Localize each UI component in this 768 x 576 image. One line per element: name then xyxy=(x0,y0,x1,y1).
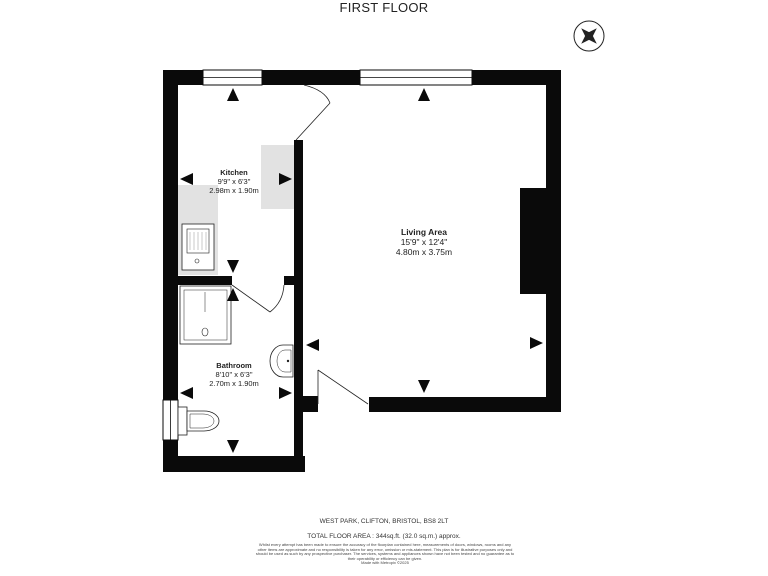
bathroom-imperial: 8'10" x 6'3" xyxy=(215,370,253,379)
total-floor-area: TOTAL FLOOR AREA : 344sq.ft. (32.0 sq.m.… xyxy=(307,533,461,540)
disclaimer: Whilst every attempt has been made to en… xyxy=(254,542,516,566)
room-label-kitchen: Kitchen 9'9" x 6'3" 2.98m x 1.90m xyxy=(196,168,272,195)
bathroom-metric: 2.70m x 1.90m xyxy=(209,379,259,388)
dimension-arrow-icon xyxy=(180,88,543,453)
kitchen-metric: 2.98m x 1.90m xyxy=(209,186,259,195)
sink-icon xyxy=(181,223,215,271)
walls xyxy=(163,70,561,472)
compass-icon xyxy=(573,20,605,52)
kitchen-imperial: 9'9" x 6'3" xyxy=(217,177,251,186)
toilet-icon xyxy=(177,406,220,436)
bathroom-name: Bathroom xyxy=(216,361,252,370)
kitchen-worktop xyxy=(261,145,295,209)
address: WEST PARK, CLIFTON, BRISTOL, BS8 2LT xyxy=(319,518,449,525)
floor-title: FIRST FLOOR xyxy=(339,0,429,15)
room-label-living: Living Area 15'9" x 12'4" 4.80m x 3.75m xyxy=(382,227,466,257)
disclaimer-text: Whilst every attempt has been made to en… xyxy=(255,542,515,561)
room-label-bathroom: Bathroom 8'10" x 6'3" 2.70m x 1.90m xyxy=(196,361,272,388)
kitchen-name: Kitchen xyxy=(220,168,248,177)
doors xyxy=(231,84,369,405)
shower-icon xyxy=(179,285,232,345)
windows xyxy=(162,69,473,441)
living-imperial: 15'9" x 12'4" xyxy=(400,237,448,247)
living-metric: 4.80m x 3.75m xyxy=(395,247,453,257)
credit-text: Made with Metropix ©2025 xyxy=(361,560,409,566)
living-name: Living Area xyxy=(401,227,447,237)
basin-icon xyxy=(269,344,294,378)
